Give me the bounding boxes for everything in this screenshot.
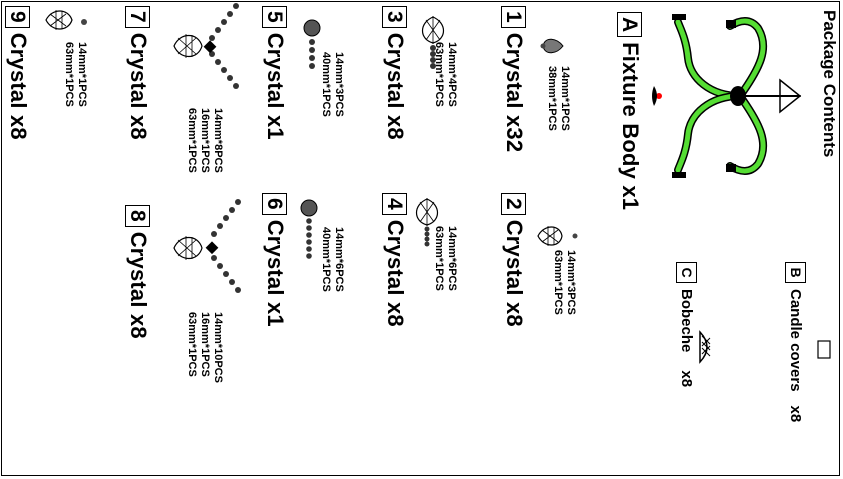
item-6-text: Crystal x1 (263, 220, 288, 327)
item-2-text: Crystal x8 (502, 220, 527, 327)
item-8-text: Crystal x8 (126, 232, 151, 339)
item-9-spec-1: 14mm*1PCS (75, 42, 88, 107)
bead-chain-icon (418, 8, 452, 70)
item-3-text: Crystal x8 (383, 33, 408, 140)
item-7-label: 7Crystal x8 (125, 6, 150, 140)
item-3-label: 3Crystal x8 (382, 6, 407, 140)
item-3-number: 3 (382, 6, 407, 28)
item-1-text: Crystal x32 (502, 33, 527, 153)
item-8-specs: 14mm*10PCS 16mm*1PCS 63mm*1PCS (185, 312, 224, 383)
bead-chain-icon (412, 190, 446, 250)
item-8-number: 8 (125, 205, 150, 227)
item-9-label: 9Crystal x8 (5, 6, 30, 140)
item-5-spec-1: 14mm*3PCS (332, 52, 345, 117)
candle-qty: x8 (787, 406, 804, 423)
item-4-text: Crystal x8 (383, 220, 408, 327)
item-2-specs: 14mm*3PCS 63mm*1PCS (551, 250, 577, 315)
item-2-spec-2: 63mm*1PCS (551, 250, 564, 315)
teardrop-crystal-icon (541, 34, 565, 60)
item-5-label: 5Crystal x1 (262, 6, 287, 140)
item-9-specs: 14mm*1PCS 63mm*1PCS (62, 42, 88, 107)
item-5-specs: 14mm*3PCS 40mm*1PCS (319, 52, 345, 117)
bobeche-text: Bobeche (678, 289, 695, 352)
item-5-number: 5 (262, 6, 287, 28)
bead-chain-icon (166, 2, 246, 98)
item-2-number: 2 (501, 193, 526, 215)
item-6-number: 6 (262, 193, 287, 215)
item-1-specs: 14mm*1PCS 38mm*1PCS (545, 66, 571, 131)
candle-covers-label: B Candle covers x8 (785, 262, 806, 422)
fixture-letter: A (617, 12, 642, 37)
item-5-text: Crystal x1 (263, 33, 288, 140)
item-7-number: 7 (125, 6, 150, 28)
candle-text: Candle covers (787, 289, 804, 392)
item-6-specs: 14mm*6PCS 40mm*1PCS (319, 227, 345, 292)
fixture-body-icon (650, 8, 810, 183)
item-9-spec-2: 63mm*1PCS (62, 42, 75, 107)
bobeche-letter: C (676, 262, 697, 283)
item-7-text: Crystal x8 (126, 33, 151, 140)
ball-crystal-icon (302, 18, 322, 70)
item-7-spec-2: 16mm*1PCS (198, 108, 211, 173)
item-6-label: 6Crystal x1 (262, 193, 287, 327)
bobeche-qty: x8 (678, 370, 695, 387)
item-2-label: 2Crystal x8 (501, 193, 526, 327)
fixture-label: A Fixture Body x1 (617, 12, 642, 210)
fixture-text: Fixture Body x1 (618, 42, 643, 210)
item-6-spec-2: 40mm*1PCS (319, 227, 332, 292)
bead-chain-icon (166, 200, 246, 304)
page-title: Package Contents (821, 10, 838, 157)
item-7-spec-1: 14mm*8PCS (211, 108, 224, 173)
item-8-spec-1: 14mm*10PCS (211, 312, 224, 383)
item-2-spec-1: 14mm*3PCS (564, 250, 577, 315)
item-4-label: 4Crystal x8 (382, 193, 407, 327)
bobeche-label: C Bobeche x8 (676, 262, 697, 387)
candle-cover-icon (817, 340, 831, 360)
item-1-number: 1 (501, 6, 526, 28)
item-9-text: Crystal x8 (6, 33, 31, 140)
item-9-number: 9 (5, 6, 30, 28)
item-4-number: 4 (382, 193, 407, 215)
item-8-spec-2: 16mm*1PCS (198, 312, 211, 383)
item-1-spec-1: 14mm*1PCS (558, 66, 571, 131)
item-7-specs: 14mm*8PCS 16mm*1PCS 63mm*1PCS (185, 108, 224, 173)
item-1-spec-2: 38mm*1PCS (545, 66, 558, 131)
item-4-spec-1: 14mm*6PCS (445, 226, 458, 291)
ball-crystal-icon (299, 198, 319, 268)
item-6-spec-1: 14mm*6PCS (332, 227, 345, 292)
item-1-label: 1Crystal x32 (501, 6, 526, 152)
teardrop-crystal-icon (44, 6, 90, 34)
item-8-label: 8Crystal x8 (125, 205, 150, 339)
item-8-spec-3: 63mm*1PCS (185, 312, 198, 383)
item-7-spec-3: 63mm*1PCS (185, 108, 198, 173)
teardrop-crystal-icon (534, 222, 568, 250)
candle-letter: B (785, 262, 806, 283)
bobeche-icon (698, 330, 716, 364)
